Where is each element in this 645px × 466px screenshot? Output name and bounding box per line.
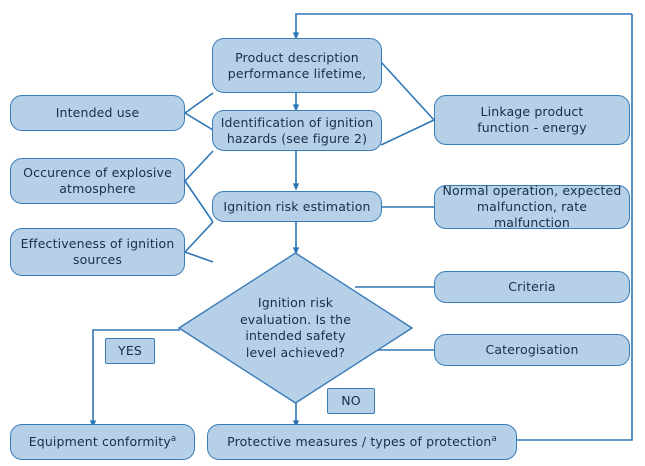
node-product-description[interactable]: Product description performance lifetime… — [212, 38, 382, 93]
footnote-marker-a: a — [170, 433, 177, 444]
node-ignition-risk-estimation-label: Ignition risk estimation — [223, 198, 371, 214]
node-intended-use-label: Intended use — [55, 105, 140, 120]
node-identification[interactable]: Identification of ignition hazards (see … — [212, 110, 382, 151]
node-equipment-conformity-text: Equipment conformity — [28, 434, 171, 450]
label-yes-text: YES — [118, 343, 142, 358]
node-linkage[interactable]: Linkage product function - energy — [434, 95, 630, 145]
node-ignition-sources[interactable]: Effectiveness of ignition sources — [10, 228, 185, 276]
connector-ignition-sources — [184, 221, 214, 253]
node-explosive-atmosphere-label: Occurence of explosive atmosphere — [23, 165, 172, 196]
connector-explosive-atmosphere-2 — [184, 180, 214, 223]
connector-explosive-atmosphere — [184, 150, 214, 182]
node-protective-measures-label: Protective measures / types of protectio… — [214, 434, 510, 450]
node-product-description-label: Product description performance lifetime… — [227, 49, 367, 81]
label-no: NO — [327, 388, 375, 414]
node-criteria-label: Criteria — [508, 279, 556, 294]
node-malfunction-label: Normal operation, expected malfunction, … — [442, 183, 622, 230]
node-protective-measures[interactable]: Protective measures / types of protectio… — [207, 424, 517, 460]
connector-intended-use — [184, 92, 214, 114]
node-categorisation[interactable]: Caterogisation — [434, 334, 630, 366]
label-no-text: NO — [341, 393, 361, 408]
node-ignition-risk-estimation[interactable]: Ignition risk estimation — [212, 191, 382, 222]
node-equipment-conformity[interactable]: Equipment conformitya — [10, 424, 195, 460]
connector-feedback-loop — [292, 13, 632, 40]
node-identification-label: Identification of ignition hazards (see … — [220, 114, 374, 146]
node-equipment-conformity-label: Equipment conformitya — [17, 434, 188, 450]
node-malfunction[interactable]: Normal operation, expected malfunction, … — [434, 183, 630, 230]
node-explosive-atmosphere[interactable]: Occurence of explosive atmosphere — [10, 158, 185, 204]
node-intended-use[interactable]: Intended use — [10, 95, 185, 131]
node-decision[interactable]: Ignition risk evaluation. Is the intende… — [178, 252, 413, 404]
node-linkage-label: Linkage product function - energy — [477, 104, 587, 135]
node-categorisation-label: Caterogisation — [485, 342, 579, 357]
node-criteria[interactable]: Criteria — [434, 271, 630, 303]
footnote-marker-a-2: a — [491, 433, 497, 444]
node-decision-label: Ignition risk evaluation. Is the intende… — [239, 295, 352, 360]
diamond-shape — [178, 252, 413, 404]
connector-identification-to-linkage — [380, 119, 435, 146]
connector-intended-use-2 — [184, 112, 214, 131]
node-protective-measures-text: Protective measures / types of protectio… — [227, 434, 492, 450]
label-yes: YES — [105, 338, 155, 364]
node-ignition-sources-label: Effectiveness of ignition sources — [20, 236, 175, 267]
connector-product-to-linkage — [380, 61, 435, 121]
